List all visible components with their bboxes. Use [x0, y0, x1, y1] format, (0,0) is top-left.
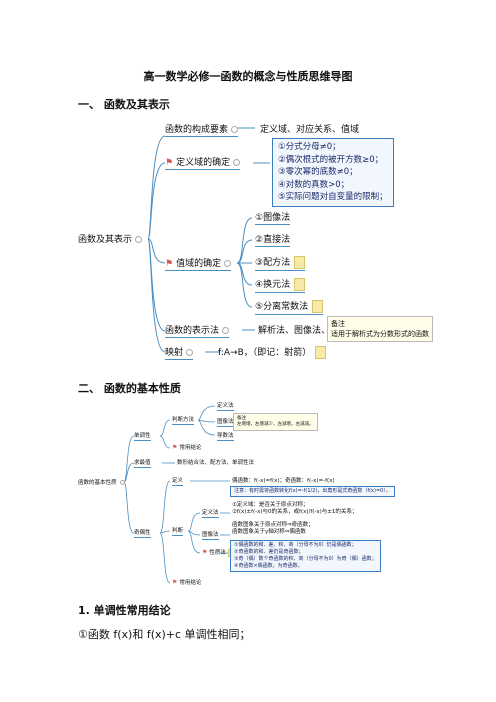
range-method-3-label: ③配方法: [255, 258, 291, 268]
flag-icon: ⚑: [165, 259, 174, 269]
range-method-5-label: ⑤分离常数法: [255, 302, 309, 312]
parity-graph-item: 函数图象关于y轴对称⇒偶函数: [232, 529, 306, 535]
map2-root-label: 函数的基本性质: [78, 480, 117, 486]
parity-def-item: ②f(x)±f(-x)与0的关系，或f(x)/f(-x)与±1的关系；: [232, 509, 358, 515]
map1-node-mapping-text: f:A→B，（即记：射箭）: [218, 348, 312, 358]
domain-rule: ④对数的真数>0；: [278, 179, 350, 190]
map1-node-representation[interactable]: 函数的表示法: [165, 323, 230, 338]
collapse-icon[interactable]: [119, 480, 125, 485]
parity-def-item: ①定义域：是否关于原点对称；: [232, 502, 309, 508]
parity-def-method-items: ①定义域：是否关于原点对称； ②f(x)±f(-x)与0的关系，或f(x)/f(…: [232, 502, 357, 516]
map2-node-p-prop-label: 性质法: [209, 550, 226, 556]
parity-graph-item: 函数图象关于原点对称⇒奇函数；: [232, 522, 314, 528]
map2-node-judge[interactable]: 判断方法: [172, 417, 195, 425]
note-popup-text: 适用于解析式为分数形式的函数: [331, 330, 429, 338]
parity-prop-item: ①偶函数的和、差、积、商（分母不为0）仍是偶函数；: [234, 542, 357, 548]
section-heading-2: 二、 函数的基本性质: [78, 382, 181, 395]
flag-icon: ⚑: [172, 579, 178, 586]
map2-node-m-graph[interactable]: 图像法: [217, 419, 234, 427]
map1-node-elements-value: 定义域、对应关系、值域: [260, 125, 360, 135]
map2-node-p-defm[interactable]: 定义法: [202, 510, 219, 518]
map2-node-m-deriv[interactable]: 导数法: [217, 433, 234, 441]
range-method-1[interactable]: ①图像法: [255, 210, 291, 225]
domain-rule: ②偶次根式的被开方数≥0；: [278, 154, 384, 165]
graph-note-title: 备注: [237, 416, 246, 421]
flag-icon: ⚑: [172, 444, 178, 451]
map2-node-p-def[interactable]: 定义: [172, 478, 184, 486]
collapse-icon[interactable]: [224, 260, 232, 267]
collapse-icon[interactable]: [222, 327, 230, 334]
collapse-icon[interactable]: [135, 236, 143, 243]
map1-node-representation-label: 函数的表示法: [165, 326, 220, 336]
body-line: ①函数 f(x)和 f(x)+c 单调性相同；: [78, 628, 251, 641]
document-title: 高一数学必修一函数的概念与性质思维导图: [143, 70, 353, 83]
note-icon[interactable]: [294, 278, 306, 291]
map2-node-m-def[interactable]: 定义法: [217, 403, 234, 411]
map2-root[interactable]: 函数的基本性质: [78, 478, 125, 486]
map2-node-extreme[interactable]: 求最值: [134, 460, 151, 468]
note-icon[interactable]: [315, 346, 327, 359]
map1-node-representation-value: 解析法、图像法、: [258, 326, 331, 336]
collapse-icon[interactable]: [186, 349, 194, 356]
note-icon[interactable]: [294, 256, 306, 269]
flag-icon: ⚑: [202, 549, 208, 556]
map2-node-p-common[interactable]: ⚑常用结论: [172, 578, 201, 586]
map1-node-range-label: 值域的确定: [176, 259, 222, 269]
map1-node-mapping[interactable]: 映射: [165, 345, 194, 360]
map2-node-p-def-value: 偶函数：f(-x)=f(x)；奇函数：f(-x)=-f(x): [232, 478, 335, 484]
parity-prop-item: ④奇函数×偶函数，为奇函数。: [234, 563, 303, 569]
parity-property-box: ①偶函数的和、差、积、商（分母不为0）仍是偶函数； ②奇函数的和、差仍是奇函数；…: [230, 540, 381, 572]
map1-node-domain[interactable]: ⚑定义域的确定: [165, 155, 241, 170]
note-icon[interactable]: [312, 300, 324, 313]
parity-note-box: 注意：有时需将函数转化f(x)=-f(1/2)，出角形是式奇函数（f(x)=0）…: [230, 486, 395, 497]
map2-node-p-common-label: 常用结论: [179, 580, 202, 586]
range-method-5[interactable]: ⑤分离常数法: [255, 299, 324, 315]
collapse-icon[interactable]: [233, 159, 241, 166]
domain-rules-box: ①分式分母≠0； ②偶次根式的被开方数≥0； ③零次幂的底数≠0； ④对数的真数…: [272, 138, 394, 207]
flag-icon: ⚑: [165, 158, 174, 168]
domain-rule: ⑤实际问题对自变量的限制；: [278, 192, 388, 202]
range-method-3[interactable]: ③配方法: [255, 255, 306, 271]
range-method-4[interactable]: ④换元法: [255, 277, 306, 293]
domain-rule: ①分式分母≠0；: [278, 142, 341, 152]
map2-node-mono[interactable]: 单调性: [134, 433, 151, 441]
map1-node-mapping-value: f:A→B，（即记：射箭）: [218, 345, 327, 359]
map2-node-common[interactable]: ⚑常用结论: [172, 443, 201, 451]
parity-prop-item: ②奇函数的和、差仍是奇函数；: [234, 549, 304, 555]
map1-node-range[interactable]: ⚑值域的确定: [165, 256, 232, 271]
map2-node-p-judge[interactable]: 判断: [172, 528, 184, 536]
map1-node-elements-label: 函数的构成要素: [165, 125, 229, 135]
subsection-heading: 1. 单调性常用结论: [78, 604, 171, 617]
collapse-icon[interactable]: [231, 126, 239, 133]
map2-node-common-label: 常用结论: [179, 445, 202, 451]
range-method-2[interactable]: ②直接法: [255, 232, 291, 247]
domain-rule: ③零次幂的底数≠0；: [278, 167, 358, 177]
map1-node-mapping-label: 映射: [165, 348, 184, 358]
range-method-4-label: ④换元法: [255, 280, 291, 290]
parity-prop-item: ③奇（偶）数个奇函数的积、商（分母不为0）为奇（偶）函数；: [234, 556, 377, 562]
map2-node-parity[interactable]: 奇偶性: [134, 530, 151, 538]
graph-note-popup: 备注 左增增，左增减少，左减增，左减减。: [233, 413, 318, 431]
parity-graph-items: 函数图象关于原点对称⇒奇函数； 函数图象关于y轴对称⇒偶函数: [232, 522, 314, 536]
map1-node-domain-label: 定义域的确定: [176, 158, 231, 168]
note-popup-title: 备注: [331, 320, 345, 328]
note-popup: 备注 适用于解析式为分数形式的函数: [327, 316, 433, 342]
map1-node-elements[interactable]: 函数的构成要素: [165, 122, 239, 137]
map1-root[interactable]: 函数及其表示: [78, 232, 143, 245]
map2-node-extreme-value: 数形结合法、配方法、单调性法: [177, 460, 255, 466]
graph-note-text: 左增增，左增减少，左减增，左减减。: [237, 422, 314, 427]
map1-root-label: 函数及其表示: [78, 235, 133, 245]
section-heading-1: 一、 函数及其表示: [78, 98, 170, 111]
map2-node-p-graph[interactable]: 图像法: [202, 532, 219, 540]
